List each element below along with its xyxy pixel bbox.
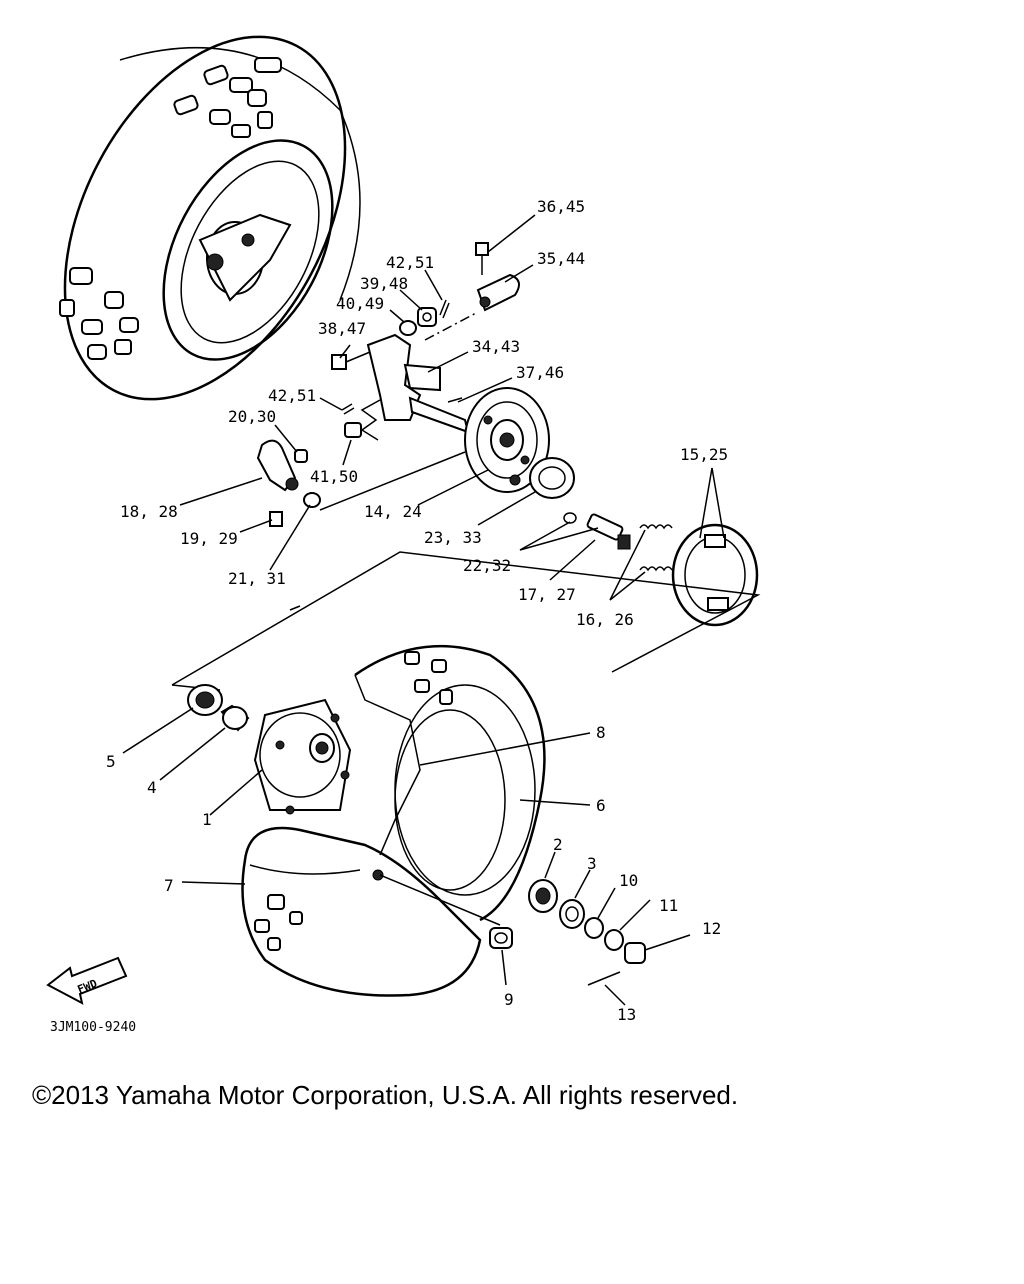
label-36-45: 36,45 <box>537 197 585 216</box>
label-12: 12 <box>702 919 721 938</box>
label-8: 8 <box>596 723 606 742</box>
label-6: 6 <box>596 796 606 815</box>
label-42-51: 42,51 <box>386 253 434 272</box>
label-10: 10 <box>619 871 638 890</box>
diagram-code: 3JM100-9240 <box>50 1020 136 1035</box>
label-1: 1 <box>202 810 212 829</box>
label-21-31: 21, 31 <box>228 569 286 588</box>
label-40-49: 40,49 <box>336 294 384 313</box>
brake-springs <box>639 524 673 572</box>
brake-panel <box>464 387 550 493</box>
label-5: 5 <box>106 752 116 771</box>
brake-cam-group <box>563 512 631 550</box>
steering-knuckle-group <box>331 242 520 441</box>
leader-lines <box>122 214 725 1006</box>
label-18-28: 18, 28 <box>120 502 178 521</box>
label-4: 4 <box>147 778 157 797</box>
label-7: 7 <box>164 876 174 895</box>
label-38-47: 38,47 <box>318 319 366 338</box>
label-20-30: 20,30 <box>228 407 276 426</box>
label-35-44: 35,44 <box>537 249 585 268</box>
label-2: 2 <box>553 835 563 854</box>
label-13: 13 <box>617 1005 636 1024</box>
label-23-33: 23, 33 <box>424 528 482 547</box>
assembly-guide-line <box>171 551 761 686</box>
label-41-50: 41,50 <box>310 467 358 486</box>
label-39-48: 39,48 <box>360 274 408 293</box>
oil-seal <box>529 457 575 499</box>
label-9: 9 <box>504 990 514 1009</box>
callout-labels: 36,45 35,44 42,51 39,48 40,49 38,47 34,4… <box>106 197 728 1024</box>
label-14-24: 14, 24 <box>364 502 422 521</box>
tie-rod-end-group <box>256 439 466 527</box>
top-tire-assembly <box>59 35 361 401</box>
lower-wheel-exploded <box>187 644 646 997</box>
label-16-26: 16, 26 <box>576 610 634 629</box>
label-17-27: 17, 27 <box>518 585 576 604</box>
label-37-46: 37,46 <box>516 363 564 382</box>
label-11: 11 <box>659 896 678 915</box>
label-22-32: 22,32 <box>463 556 511 575</box>
label-42-51-lower: 42,51 <box>268 386 316 405</box>
fwd-arrow-icon: FWD <box>46 956 128 1005</box>
label-3: 3 <box>587 854 597 873</box>
label-34-43: 34,43 <box>472 337 520 356</box>
copyright-notice: ©2013 Yamaha Motor Corporation, U.S.A. A… <box>32 1080 739 1110</box>
label-15-25: 15,25 <box>680 445 728 464</box>
label-19-29: 19, 29 <box>180 529 238 548</box>
brake-shoes <box>671 523 759 627</box>
